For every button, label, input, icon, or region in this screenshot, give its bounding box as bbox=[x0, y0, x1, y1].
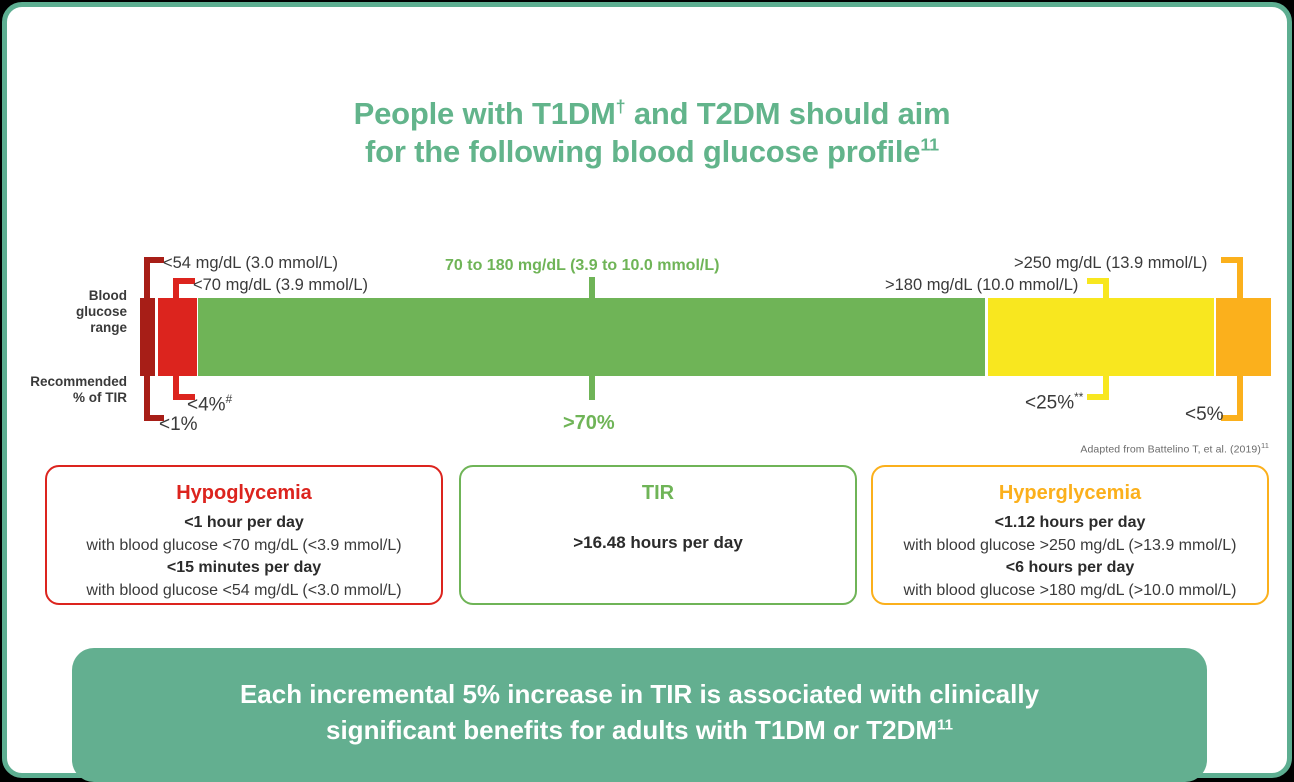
connector-target-bottom bbox=[589, 376, 595, 400]
page-title-line1-rest: and T2DM should aim bbox=[625, 96, 951, 131]
key-message-line2: significant benefits for adults with T1D… bbox=[72, 712, 1207, 748]
connector-very-high-bottom bbox=[1221, 376, 1243, 421]
connector-very-low-top bbox=[144, 257, 164, 299]
panel-hyperglycemia-title: Hyperglycemia bbox=[998, 482, 1142, 504]
page-title-line2: for the following blood glucose profile1… bbox=[7, 133, 1294, 171]
percent-label-high-text: <25% bbox=[1025, 392, 1075, 414]
percent-label-very-high: <5% bbox=[1185, 404, 1224, 425]
connector-very-low-bottom bbox=[144, 376, 164, 421]
attribution-text: Adapted from Battelino T, et al. (2019) bbox=[1080, 443, 1261, 456]
panel-hypoglycemia: Hypoglycemia <1 hour per day with blood … bbox=[45, 465, 443, 605]
panel-hypoglycemia-row1-strong: <1 hour per day bbox=[184, 514, 304, 531]
panel-hyperglycemia-row1-sub: with blood glucose >250 mg/dL (>13.9 mmo… bbox=[903, 536, 1237, 554]
panel-hypoglycemia-row2-strong: <15 minutes per day bbox=[166, 559, 322, 577]
page-title-line1-text: People with T1DM bbox=[353, 96, 616, 131]
panel-hypoglycemia-title: Hypoglycemia bbox=[176, 482, 312, 504]
panel-tir-title: TIR bbox=[641, 482, 675, 504]
bar-segment-target bbox=[198, 298, 985, 376]
percent-label-low: <4%# bbox=[187, 393, 232, 416]
axis-label-recommended-tir: Recommended% of TIR bbox=[30, 374, 127, 405]
panel-hypoglycemia-row2-sub: with blood glucose <54 mg/dL (<3.0 mmol/… bbox=[86, 582, 402, 600]
threshold-label-high: >180 mg/dL (10.0 mmol/L) bbox=[885, 276, 1079, 294]
panel-hypoglycemia-row1-sub: with blood glucose <70 mg/dL (<3.9 mmol/… bbox=[86, 536, 402, 554]
panel-tir: TIR >16.48 hours per day bbox=[459, 465, 857, 605]
panel-hyperglycemia-row2-strong: <6 hours per day bbox=[1005, 559, 1135, 577]
page-title: People with T1DM† and T2DM should aim fo… bbox=[7, 95, 1294, 171]
threshold-label-low: <70 mg/dL (3.9 mmol/L) bbox=[193, 276, 369, 294]
percent-label-very-low: <1% bbox=[159, 414, 198, 435]
page-title-line1: People with T1DM† and T2DM should aim bbox=[7, 95, 1294, 133]
key-message-line2-text: significant benefits for adults with T1D… bbox=[326, 715, 938, 746]
bar-segment-very-high bbox=[1216, 298, 1271, 376]
percent-label-target: >70% bbox=[563, 412, 615, 434]
connector-low-bottom bbox=[173, 376, 195, 400]
panel-hyperglycemia-row2-sub: with blood glucose >180 mg/dL (>10.0 mmo… bbox=[903, 582, 1237, 600]
double-asterisk-footnote-marker: ** bbox=[1074, 391, 1084, 404]
page-title-line2-text: for the following blood glucose profile bbox=[365, 134, 921, 170]
panel-hyperglycemia-row1-strong: <1.12 hours per day bbox=[994, 514, 1146, 531]
connector-high-top bbox=[1087, 278, 1109, 299]
connector-high-bottom bbox=[1087, 376, 1109, 400]
percent-label-low-text: <4% bbox=[187, 394, 226, 416]
banner-ref-marker: 11 bbox=[937, 716, 953, 734]
source-attribution: Adapted from Battelino T, et al. (2019)1… bbox=[1080, 441, 1269, 456]
title-dagger-marker: † bbox=[615, 96, 626, 117]
threshold-label-target: 70 to 180 mg/dL (3.9 to 10.0 mmol/L) bbox=[445, 257, 720, 274]
attribution-ref-marker: 11 bbox=[1260, 441, 1269, 450]
key-message-line1: Each incremental 5% increase in TIR is a… bbox=[239, 679, 1040, 709]
key-message-banner: Each incremental 5% increase in TIR is a… bbox=[72, 648, 1207, 782]
hash-footnote-marker: # bbox=[225, 393, 233, 406]
threshold-label-very-high: >250 mg/dL (13.9 mmol/L) bbox=[1014, 254, 1208, 272]
connector-very-high-top bbox=[1221, 257, 1243, 299]
threshold-label-very-low: <54 mg/dL (3.0 mmol/L) bbox=[163, 254, 339, 272]
bar-segment-high bbox=[988, 298, 1214, 376]
percent-label-high: <25%** bbox=[1025, 391, 1083, 414]
bar-segment-low bbox=[158, 298, 197, 376]
panel-tir-row1-strong: >16.48 hours per day bbox=[573, 533, 743, 552]
title-ref-marker: 11 bbox=[920, 134, 939, 155]
panel-hyperglycemia: Hyperglycemia <1.12 hours per day with b… bbox=[871, 465, 1269, 605]
connector-target-top bbox=[589, 277, 595, 299]
bar-segment-very-low bbox=[140, 298, 155, 376]
connector-low-top bbox=[173, 278, 195, 299]
